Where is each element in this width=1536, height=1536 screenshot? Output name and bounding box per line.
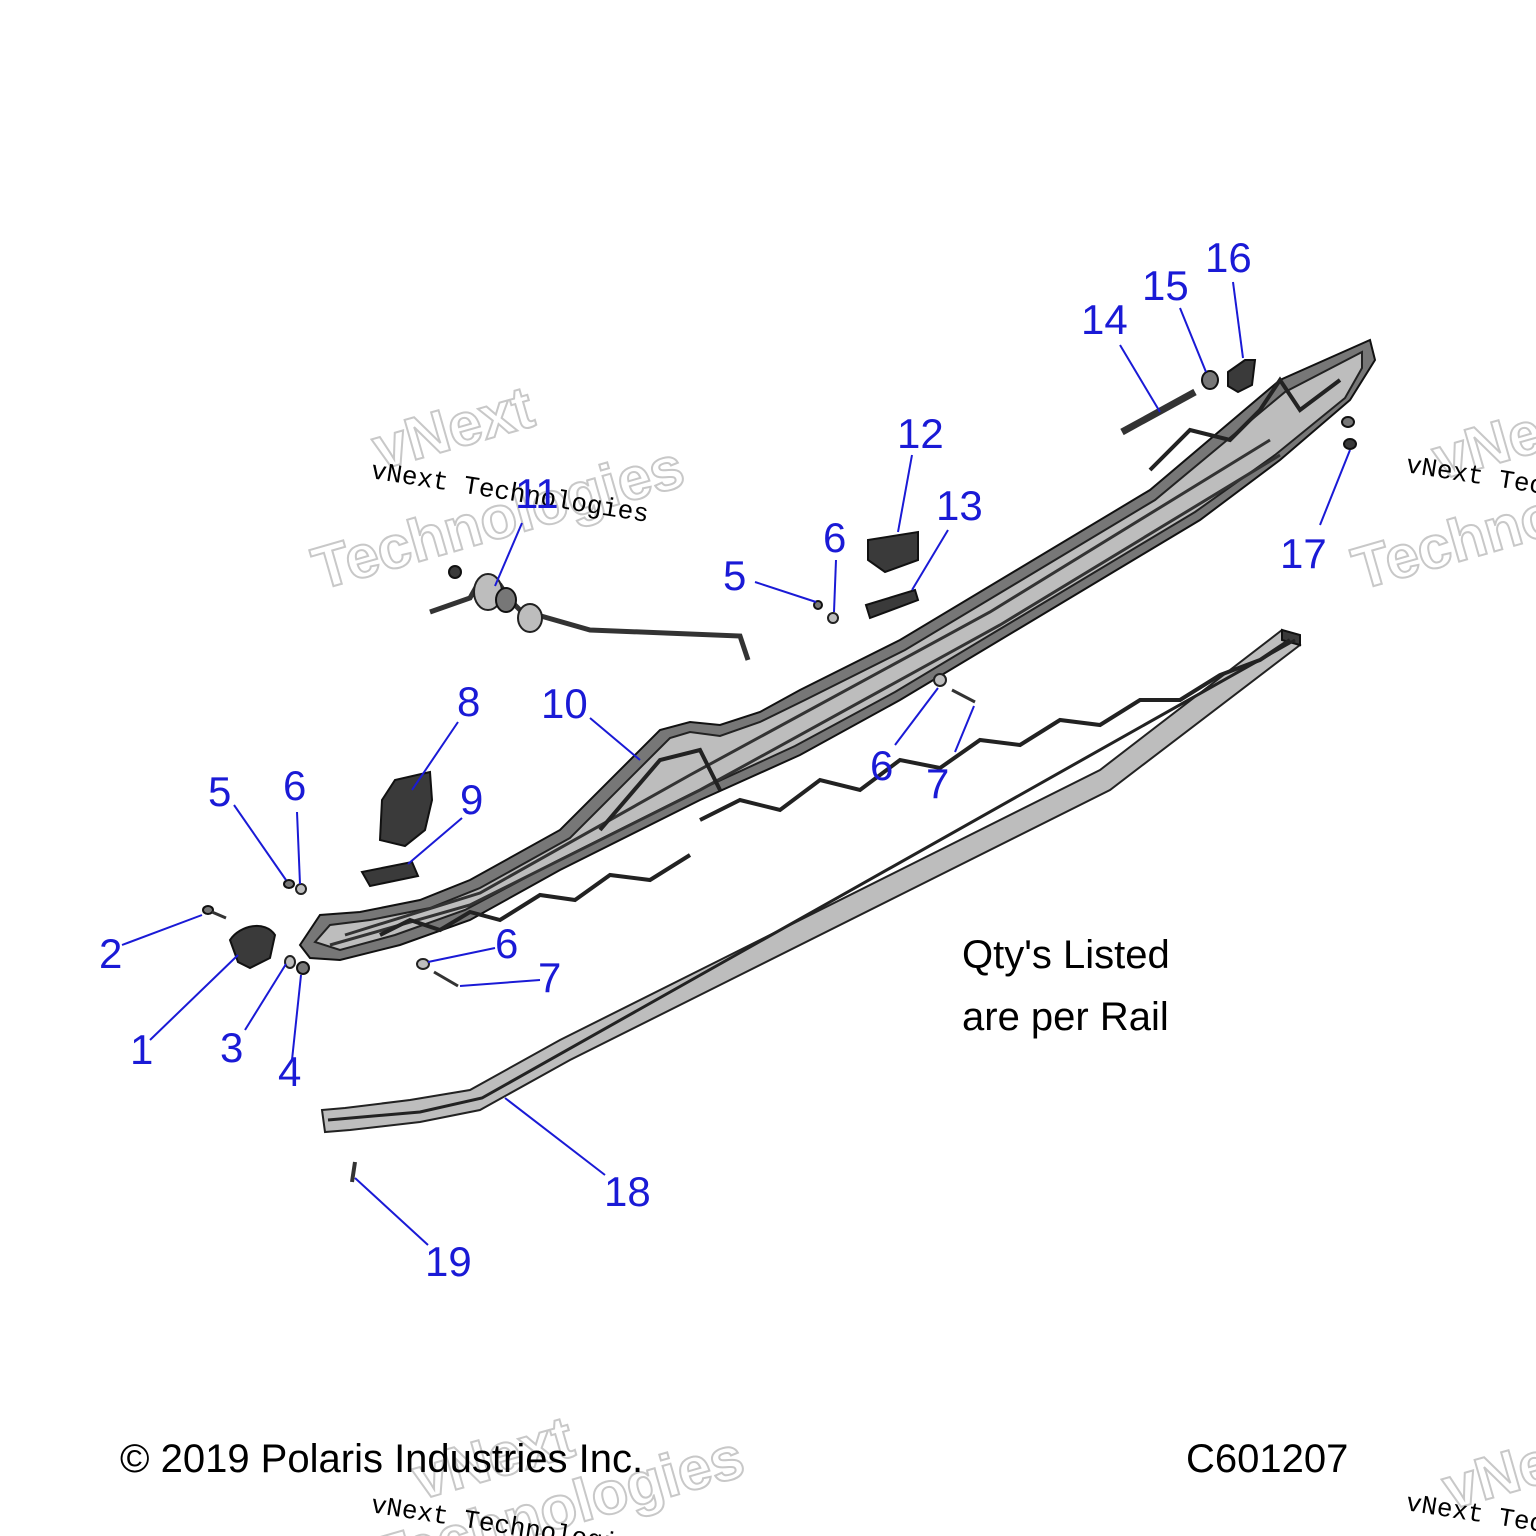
bracket-16 [1227, 359, 1257, 394]
hardware-6-7-front [416, 958, 459, 988]
callout-6-lower: 6 [495, 920, 518, 967]
quantity-note: Qty's Listed are per Rail [962, 933, 1170, 1039]
washer-3 [284, 955, 296, 969]
nut-4 [296, 961, 310, 975]
callout-17: 17 [1280, 530, 1327, 577]
suspension-rail [298, 338, 1377, 962]
watermark-top-right: vNext Technologies vNext Technologies [1344, 382, 1536, 603]
screw-5-front [283, 879, 295, 889]
hardware-17 [1341, 416, 1357, 450]
watermark-top-left: vNext Technologies vNext Technologies [304, 372, 692, 603]
leader-lines [121, 281, 1351, 1246]
fastener-2 [202, 905, 227, 920]
callout-6-front: 6 [283, 762, 306, 809]
callout-9: 9 [460, 776, 483, 823]
callout-6-upper: 6 [823, 514, 846, 561]
torsion-spring [429, 565, 751, 661]
callout-5-front: 5 [208, 768, 231, 815]
callout-2: 2 [99, 930, 122, 977]
callout-7-mid: 7 [926, 760, 949, 807]
bolt-19 [350, 1161, 357, 1183]
bracket-13 [864, 588, 920, 620]
block-8 [378, 770, 434, 848]
callouts: 1 2 3 4 5 5 6 6 6 6 7 7 8 9 10 11 12 13 … [99, 234, 1327, 1285]
bracket-12 [867, 530, 919, 574]
watermark-bottom-right: vNext vNext Technologies [1404, 1412, 1536, 1536]
bushing-15 [1201, 370, 1219, 390]
block-9 [360, 860, 420, 888]
callout-14: 14 [1081, 296, 1128, 343]
footer: © 2019 Polaris Industries Inc. C601207 [120, 1437, 1348, 1481]
drawing-code: C601207 [1186, 1437, 1348, 1481]
callout-5-mid: 5 [723, 552, 746, 599]
callout-10: 10 [541, 680, 588, 727]
callout-3: 3 [220, 1024, 243, 1071]
hardware-5-6-mid [813, 600, 839, 624]
callout-4: 4 [278, 1048, 301, 1095]
callout-12: 12 [897, 410, 944, 457]
washer-6-front [295, 883, 307, 895]
callout-15: 15 [1142, 262, 1189, 309]
note-line-2: are per Rail [962, 995, 1169, 1039]
callout-1: 1 [130, 1026, 153, 1073]
shaft-14 [1120, 388, 1197, 436]
callout-7-lower: 7 [538, 954, 561, 1001]
callout-8: 8 [457, 678, 480, 725]
callout-16: 16 [1205, 234, 1252, 281]
callout-11: 11 [515, 470, 559, 517]
copyright-text: © 2019 Polaris Industries Inc. [120, 1437, 643, 1481]
front-tip-cap [228, 925, 277, 970]
callout-13: 13 [936, 482, 983, 529]
callout-6-mid: 6 [870, 742, 893, 789]
callout-18: 18 [604, 1168, 651, 1215]
hardware-6-7-mid [933, 673, 976, 704]
note-line-1: Qty's Listed [962, 933, 1170, 977]
callout-19: 19 [425, 1238, 472, 1285]
